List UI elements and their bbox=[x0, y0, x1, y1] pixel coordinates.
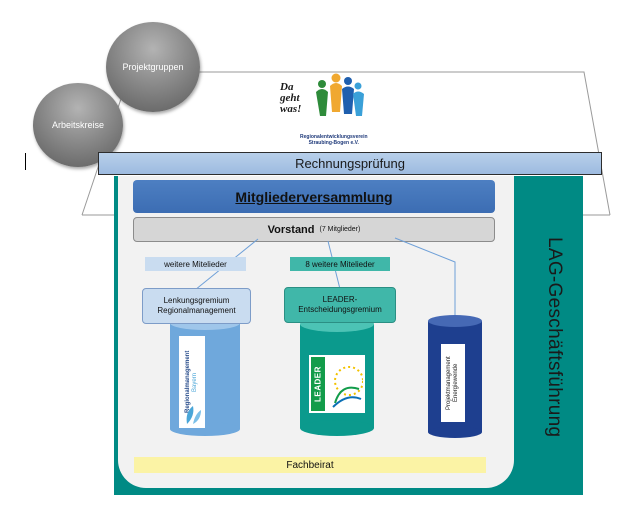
projektgruppen-label: Projektgruppen bbox=[122, 62, 184, 72]
logo-figures-icon bbox=[316, 73, 364, 116]
regionalmanagement-leaf-icon bbox=[186, 406, 201, 424]
rechnungspruefung-bar: Rechnungsprüfung bbox=[98, 152, 602, 175]
logo-org-name: Regionalentwicklungsverein Straubing-Bog… bbox=[300, 134, 368, 146]
weitere-mitglieder-tag: weitere Mitelieder bbox=[145, 257, 246, 271]
leader-gremium-line2: Entscheidungsgremium bbox=[298, 305, 382, 314]
leader-gremium-line1: LEADER- bbox=[322, 295, 358, 304]
logo-slogan: Da geht was! bbox=[280, 81, 302, 115]
acht-weitere-mitglieder-tag: 8 weitere Mitelieder bbox=[290, 257, 390, 271]
vorstand-label: Vorstand bbox=[267, 223, 315, 236]
leader-stars-icon bbox=[332, 366, 363, 408]
lenkungsgremium-box: Lenkungsgremium Regionalmanagement bbox=[142, 288, 251, 324]
leader-entscheidungsgremium-box: LEADER- Entscheidungsgremium bbox=[284, 287, 396, 323]
fachbeirat-label: Fachbeirat bbox=[286, 459, 334, 471]
mitgliederversammlung-box: Mitgliederversammlung bbox=[133, 180, 495, 213]
arbeitskreise-label: Arbeitskreise bbox=[51, 120, 105, 130]
mitgliederversammlung-label: Mitgliederversammlung bbox=[235, 188, 393, 205]
text-cursor bbox=[25, 153, 26, 170]
da-geht-was-logo: Da geht was! Regionalentwicklungsverein … bbox=[268, 72, 388, 150]
lag-geschaeftsfuehrung-label: LAG-Geschäftsführung bbox=[544, 237, 565, 438]
rechnungspruefung-label: Rechnungsprüfung bbox=[295, 156, 405, 171]
vorstand-detail: (7 Mitglieder) bbox=[319, 226, 361, 233]
projektmanagement-energiewende-card: Projektmanagement Energiewende bbox=[441, 344, 465, 422]
leader-logo-text: LEADER bbox=[313, 366, 323, 402]
vorstand-box: Vorstand (7 Mitglieder) bbox=[133, 217, 495, 242]
lenkungsgremium-line1: Lenkungsgremium bbox=[163, 296, 230, 305]
lenkungsgremium-line2: Regionalmanagement bbox=[157, 306, 236, 315]
projektgruppen-bubble: Projektgruppen bbox=[106, 22, 200, 112]
leader-logo: LEADER bbox=[309, 355, 365, 413]
fachbeirat-bar: Fachbeirat bbox=[134, 457, 486, 473]
